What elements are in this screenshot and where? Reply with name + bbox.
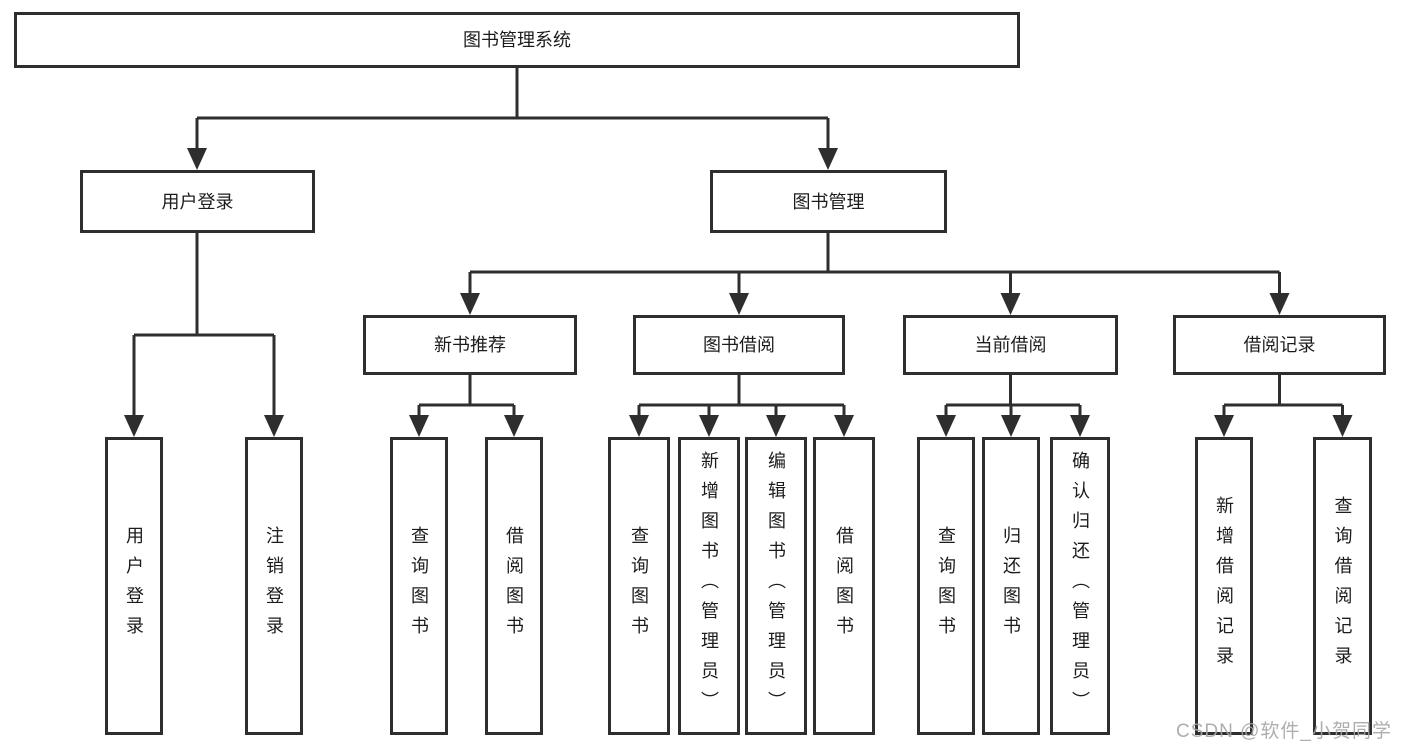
leaf-edit-book-admin: 编辑图书（管理员）	[745, 437, 807, 735]
connector-root-to-level2	[187, 68, 838, 170]
connector-borrow-records-to-leaves	[1214, 375, 1353, 437]
node-library-system: 图书管理系统	[14, 12, 1020, 68]
leaf-confirm-return-admin: 确认归还（管理员）	[1050, 437, 1110, 735]
leaf-return-books: 归还图书	[982, 437, 1040, 735]
connector-book-borrowing-to-leaves	[629, 375, 854, 437]
node-book-management: 图书管理	[710, 170, 947, 233]
node-current-borrowing: 当前借阅	[903, 315, 1118, 375]
csdn-watermark: CSDN @软件_小贺同学	[1176, 721, 1392, 742]
node-user-login: 用户登录	[80, 170, 315, 233]
leaf-borrow-books-borrowing: 借阅图书	[813, 437, 875, 735]
connector-book-management-to-level3	[460, 233, 1290, 315]
leaf-borrow-books-recommend: 借阅图书	[485, 437, 543, 735]
connector-current-borrowing-to-leaves	[936, 375, 1090, 437]
connector-user-login-to-leaves	[124, 233, 284, 437]
leaf-logout-login: 注销登录	[245, 437, 303, 735]
leaf-user-login: 用户登录	[105, 437, 163, 735]
leaf-query-books-recommend: 查询图书	[390, 437, 448, 735]
leaf-add-borrow-record: 新增借阅记录	[1195, 437, 1253, 735]
connector-new-book-recommend-to-leaves	[409, 375, 524, 437]
node-book-borrowing: 图书借阅	[633, 315, 845, 375]
node-new-book-recommend: 新书推荐	[363, 315, 577, 375]
leaf-query-books-borrowing: 查询图书	[608, 437, 670, 735]
leaf-add-book-admin: 新增图书（管理员）	[678, 437, 740, 735]
node-borrow-records: 借阅记录	[1173, 315, 1386, 375]
leaf-query-books-current: 查询图书	[917, 437, 975, 735]
leaf-query-borrow-record: 查询借阅记录	[1313, 437, 1372, 735]
